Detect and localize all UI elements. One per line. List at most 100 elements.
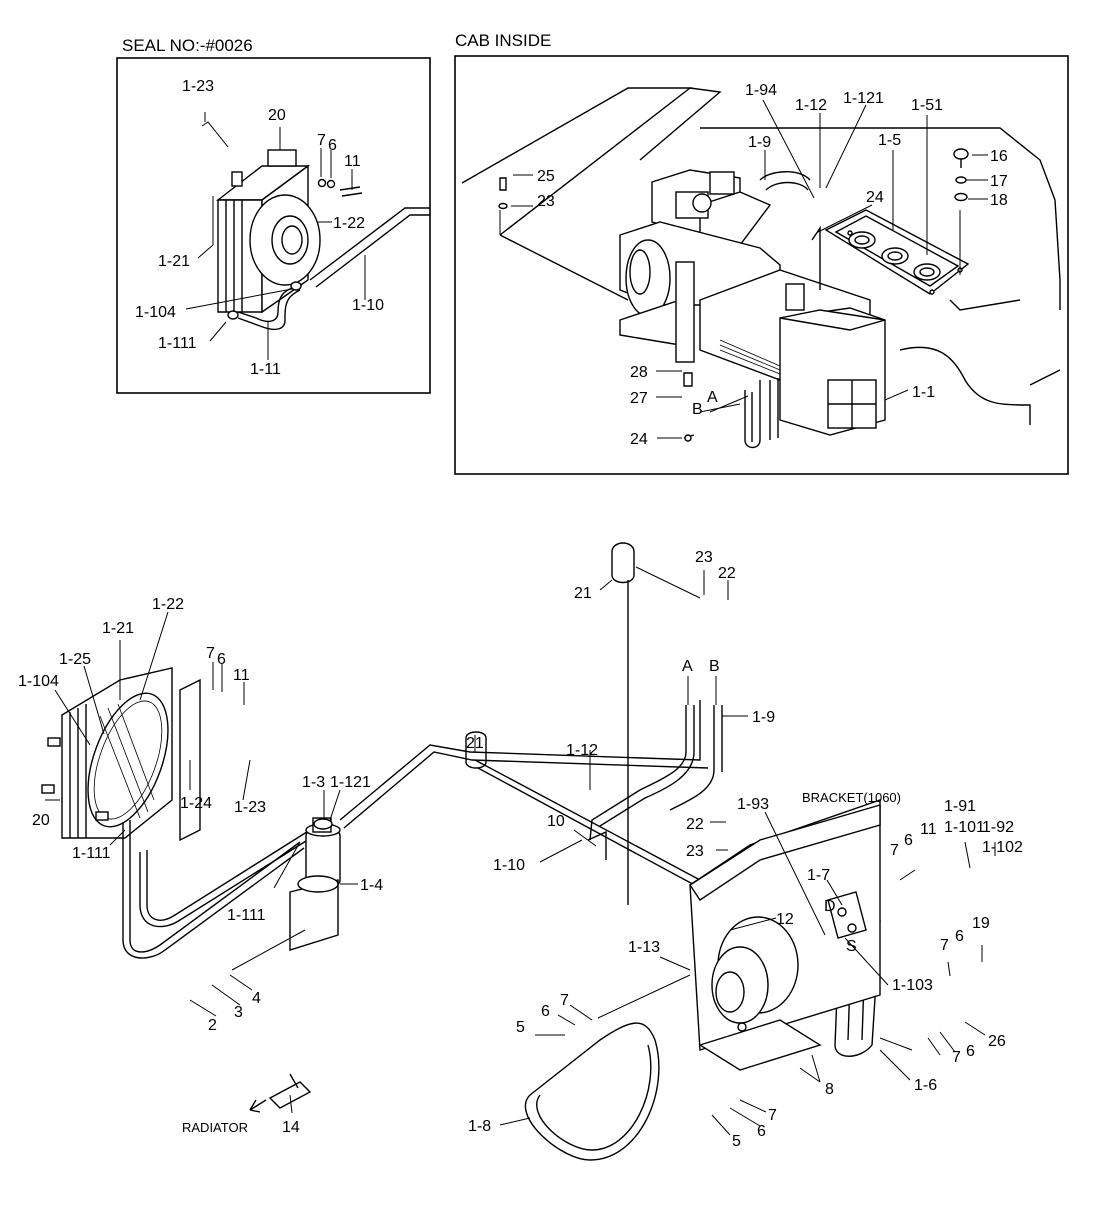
main-label-47: 5 bbox=[516, 1019, 525, 1036]
cab-label-10: 23 bbox=[537, 193, 555, 210]
main-label-40: 1-103 bbox=[892, 977, 933, 994]
main-label-54: 8 bbox=[825, 1081, 834, 1098]
main-label-42: 6 bbox=[955, 928, 964, 945]
main-leaders bbox=[45, 566, 996, 1136]
cab-label-14: A bbox=[707, 389, 718, 406]
main-label-51: 7 bbox=[952, 1049, 961, 1066]
main-clamp-21 bbox=[611, 542, 635, 584]
seal-condenser bbox=[215, 149, 363, 314]
main-label-9: 11 bbox=[233, 667, 250, 684]
main-label-28: 1-91 bbox=[944, 798, 976, 815]
main-label-58: 5 bbox=[732, 1133, 741, 1150]
main-label-27: 23 bbox=[686, 843, 704, 860]
cab-switch-panel bbox=[824, 209, 970, 295]
seal-label-5: 1-22 bbox=[333, 215, 365, 232]
main-label-38: S bbox=[846, 938, 857, 955]
seal-label-3: 6 bbox=[328, 137, 337, 154]
seal-label-7: 1-104 bbox=[135, 304, 176, 321]
cab-label-15: B bbox=[692, 401, 703, 418]
main-label-22: 1-111 bbox=[227, 907, 266, 924]
seal-pipe-1-11 bbox=[237, 287, 301, 331]
cab-label-7: 17 bbox=[990, 173, 1008, 190]
cab-label-13: 27 bbox=[630, 390, 648, 407]
main-label-12: 1-9 bbox=[752, 709, 775, 726]
seal-label-8: 1-10 bbox=[352, 297, 384, 314]
main-label-44: 2 bbox=[208, 1017, 217, 1034]
main-receiver bbox=[289, 817, 341, 951]
main-belt bbox=[524, 1022, 660, 1161]
main-label-46: 4 bbox=[252, 990, 261, 1007]
radiator-label: RADIATOR bbox=[182, 1120, 248, 1135]
main-label-31: 1-102 bbox=[982, 839, 1023, 856]
main-label-36: D bbox=[824, 898, 836, 915]
seal-leaders bbox=[185, 112, 366, 360]
main-label-35: 1-7 bbox=[807, 867, 830, 884]
main-label-3: 1-22 bbox=[152, 596, 184, 613]
seal-label-0: 1-23 bbox=[182, 78, 214, 95]
main-condenser bbox=[41, 667, 201, 842]
seal-title: SEAL NO:-#0026 bbox=[122, 36, 253, 55]
main-label-10: A bbox=[682, 658, 693, 675]
seal-label-9: 1-111 bbox=[158, 335, 197, 352]
main-label-41: 7 bbox=[940, 937, 949, 954]
cab-panel: CAB INSIDE bbox=[454, 31, 1069, 475]
main-valve-14 bbox=[249, 1073, 312, 1113]
cab-body bbox=[461, 87, 1061, 425]
main-label-57: 6 bbox=[757, 1123, 766, 1140]
cab-labels: 1-94 1-12 1-121 1-51 1-9 1-5 16 17 18 25… bbox=[537, 82, 1008, 448]
main-label-50: 26 bbox=[988, 1033, 1006, 1050]
cab-heater-unit bbox=[619, 169, 886, 449]
bracket-label: BRACKET(1060) bbox=[802, 790, 901, 805]
seal-frame bbox=[116, 57, 431, 394]
main-label-13: 1-23 bbox=[234, 799, 266, 816]
cab-label-2: 1-121 bbox=[843, 90, 884, 107]
main-label-25: 1-10 bbox=[493, 857, 525, 874]
main-label-15: 20 bbox=[32, 812, 50, 829]
main-label-1: 23 bbox=[695, 549, 713, 566]
main-label-45: 3 bbox=[234, 1004, 243, 1021]
seal-label-4: 11 bbox=[344, 153, 361, 170]
main-label-55: 1-8 bbox=[468, 1118, 491, 1135]
cab-label-9: 25 bbox=[537, 168, 555, 185]
main-label-0: 21 bbox=[574, 585, 592, 602]
cab-label-11: 24 bbox=[866, 189, 884, 206]
main-label-59: 14 bbox=[282, 1119, 300, 1136]
main-label-30: 1-92 bbox=[982, 819, 1014, 836]
cab-leaders bbox=[499, 99, 988, 439]
main-label-34: 11 bbox=[920, 821, 937, 838]
main-label-17: 1-121 bbox=[330, 774, 371, 791]
seal-panel: SEAL NO:-#0026 bbox=[116, 36, 431, 394]
cab-label-4: 1-9 bbox=[748, 134, 771, 151]
main-label-33: 6 bbox=[904, 832, 913, 849]
cab-label-16: 24 bbox=[630, 431, 648, 448]
cab-label-8: 18 bbox=[990, 192, 1008, 209]
cab-frame bbox=[454, 55, 1069, 475]
seal-label-2: 7 bbox=[317, 132, 326, 149]
main-label-24: 10 bbox=[547, 813, 565, 830]
main-label-5: 1-25 bbox=[59, 651, 91, 668]
seal-labels: 1-23 20 7 6 11 1-22 1-21 1-104 1-10 1-11… bbox=[135, 78, 384, 378]
main-label-6: 1-104 bbox=[18, 673, 59, 690]
seal-label-10: 1-11 bbox=[250, 361, 281, 378]
main-labels: 21 23 22 1-22 1-21 1-25 1-104 7 6 11 A B… bbox=[18, 549, 1023, 1150]
main-label-16: 1-111 bbox=[72, 845, 111, 862]
main-label-32: 7 bbox=[890, 842, 899, 859]
main-label-23: 1-93 bbox=[737, 796, 769, 813]
cab-fasteners bbox=[498, 148, 969, 442]
main-label-52: 6 bbox=[966, 1043, 975, 1060]
main-label-56: 7 bbox=[768, 1107, 777, 1124]
main-assembly: 21 23 22 1-22 1-21 1-25 1-104 7 6 11 A B… bbox=[18, 542, 1023, 1161]
main-label-39: 1-13 bbox=[628, 939, 660, 956]
seal-label-6: 1-21 bbox=[158, 253, 190, 270]
main-label-19: 21 bbox=[466, 735, 484, 752]
main-label-49: 7 bbox=[560, 992, 569, 1009]
main-pipes bbox=[122, 580, 881, 1057]
main-label-29: 1-101 bbox=[944, 819, 985, 836]
main-label-4: 1-21 bbox=[102, 620, 134, 637]
cab-label-0: 1-94 bbox=[745, 82, 777, 99]
main-label-21: 1-4 bbox=[360, 877, 383, 894]
seal-pipe-1-10 bbox=[309, 207, 430, 288]
main-label-37: 12 bbox=[776, 911, 794, 928]
